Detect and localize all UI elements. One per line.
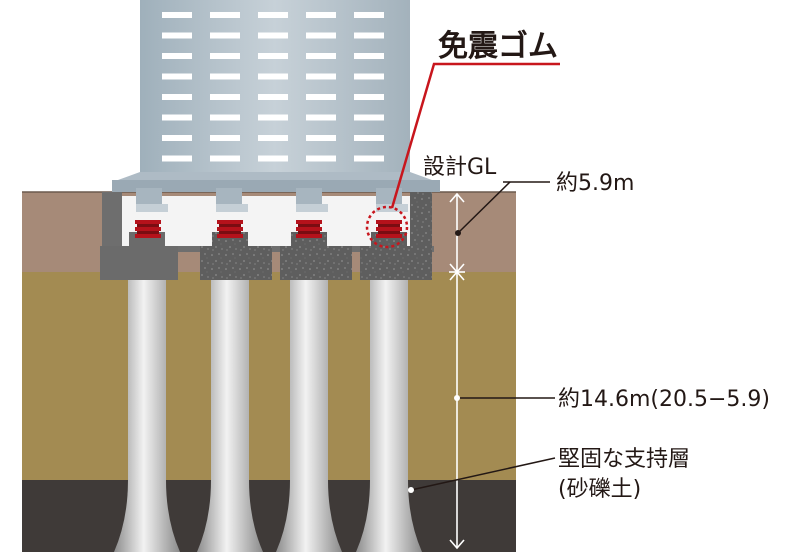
- building: [112, 0, 440, 212]
- window: [258, 155, 288, 162]
- window: [258, 32, 288, 39]
- window: [354, 73, 384, 80]
- window: [258, 73, 288, 80]
- rubber-isolators: [135, 220, 402, 238]
- window: [162, 94, 192, 100]
- footing-3: [280, 246, 352, 280]
- isolator-leader-line: [390, 62, 560, 209]
- footings: [100, 232, 432, 280]
- isolator-2: [217, 220, 243, 238]
- window: [306, 135, 336, 141]
- window: [306, 12, 336, 18]
- footing-4: [360, 246, 432, 280]
- bearing-marker-dot: [408, 487, 414, 493]
- piles: [114, 270, 422, 552]
- isolator-highlight-circle: [365, 205, 409, 249]
- window: [162, 32, 192, 39]
- bearing-layer-label-1: 堅固な支持層: [558, 447, 690, 472]
- dimension-lines: [449, 192, 465, 550]
- window: [258, 135, 288, 141]
- window: [306, 94, 336, 100]
- soil-middle-layer: [22, 272, 516, 480]
- building-base-plate: [112, 180, 440, 192]
- window: [162, 114, 192, 121]
- building-body: [140, 0, 410, 172]
- window: [162, 135, 192, 141]
- window: [354, 32, 384, 39]
- window: [354, 12, 384, 18]
- window: [162, 12, 192, 18]
- label-leaders: [410, 181, 556, 491]
- pile-2: [197, 270, 263, 552]
- design-gl-label: 設計GL: [423, 155, 497, 180]
- window: [210, 155, 240, 162]
- window: [258, 114, 288, 121]
- window: [306, 53, 336, 59]
- building-windows: [162, 12, 384, 162]
- window: [306, 114, 336, 121]
- window: [210, 73, 240, 80]
- window: [210, 32, 240, 39]
- isolator-3: [296, 220, 322, 238]
- window: [306, 73, 336, 80]
- pile-3: [276, 270, 342, 552]
- bearing-layer-label-2: (砂礫土): [558, 477, 641, 502]
- isolator-1: [135, 220, 161, 238]
- bearing-layer: [22, 480, 516, 552]
- depth2-marker-dot: [454, 395, 460, 401]
- footing-2: [200, 246, 272, 280]
- depth-label-1: 約5.9m: [556, 171, 634, 196]
- isolator-4: [376, 220, 402, 238]
- pile-4: [356, 270, 422, 552]
- window: [258, 12, 288, 18]
- window: [306, 155, 336, 162]
- window: [210, 135, 240, 141]
- window: [258, 94, 288, 100]
- window: [306, 32, 336, 39]
- window: [210, 94, 240, 100]
- window: [354, 114, 384, 121]
- depth-label-2: 約14.6m(20.5−5.9): [558, 387, 770, 412]
- window: [162, 73, 192, 80]
- window: [162, 53, 192, 59]
- window: [354, 94, 384, 100]
- window: [210, 53, 240, 59]
- window: [258, 53, 288, 59]
- window: [354, 155, 384, 162]
- window: [210, 114, 240, 121]
- pile-1: [114, 270, 180, 552]
- window: [354, 53, 384, 59]
- isolator-label: 免震ゴム: [438, 29, 558, 64]
- footing-1: [100, 246, 178, 280]
- window: [210, 12, 240, 18]
- gl-marker-dot: [455, 230, 461, 236]
- isolator-callout: [365, 62, 560, 249]
- window: [354, 135, 384, 141]
- window: [162, 155, 192, 162]
